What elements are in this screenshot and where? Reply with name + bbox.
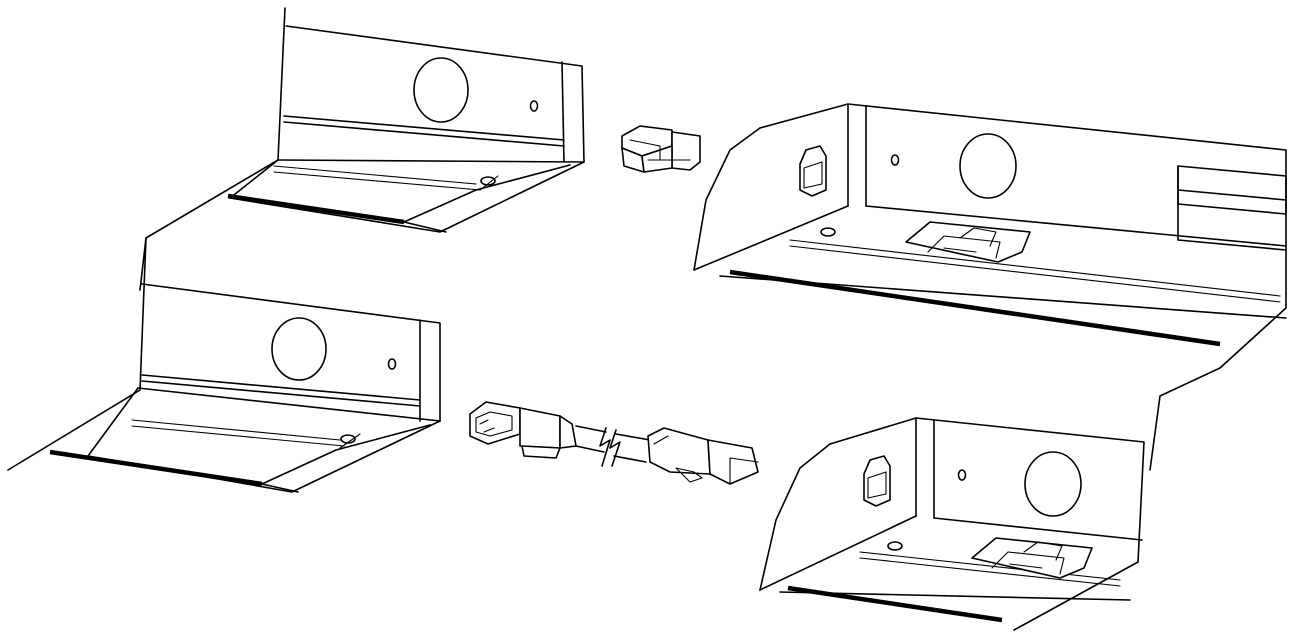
screw-hole [387,358,397,370]
port-badge [799,145,827,197]
fixture-bottom-right [759,417,1145,631]
mount-screw [820,227,836,237]
port-badge [863,455,891,507]
mount-screw [887,541,903,551]
fixture-bottom-left [7,237,441,493]
mount-screw [480,176,496,186]
fixture-top-right [693,103,1287,471]
screw-hole [890,154,900,166]
screw-hole [529,100,539,112]
fixture-top-left [139,7,585,291]
knockout-circle [1024,451,1082,517]
knockout-circle [413,57,469,123]
knockout-circle [959,133,1017,199]
direct-connector [621,125,701,173]
link-cable [469,401,759,485]
screw-hole [957,469,967,481]
knockout-circle [271,317,327,381]
connector-socket [905,221,1031,263]
plug-right [647,427,711,475]
